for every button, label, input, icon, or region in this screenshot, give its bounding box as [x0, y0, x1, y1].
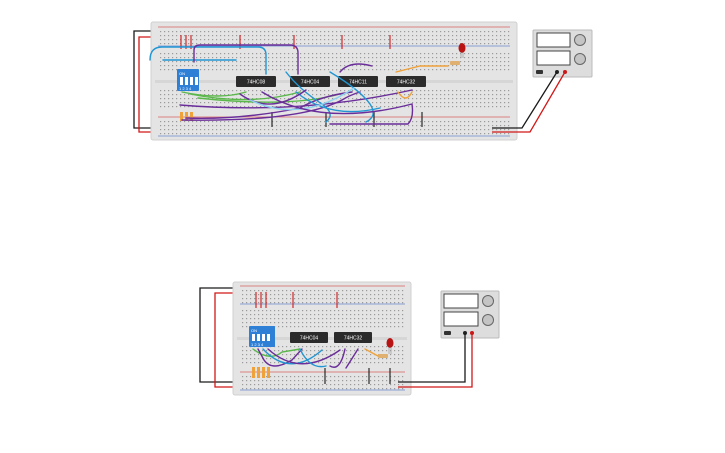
resistor-array-top[interactable] — [180, 112, 193, 121]
dip-on-label: ON — [179, 71, 185, 76]
chip-74hc32[interactable]: 74HC32 — [386, 76, 426, 87]
chip-label: 74HC04 — [300, 336, 319, 342]
led-resistor-top[interactable] — [450, 61, 460, 65]
chip-label: 74HC32 — [344, 336, 363, 342]
breadboard-holes — [160, 31, 510, 135]
circuit-bottom: ON 1 2 3 4 74HC04 74HC32 — [199, 281, 500, 396]
psu-wire-black-bottom[interactable] — [199, 287, 245, 383]
psu-display-voltage — [536, 32, 571, 48]
psu-knob-voltage[interactable] — [482, 295, 494, 307]
dip-on-label: ON — [251, 328, 257, 333]
dip-positions: 1 2 3 4 — [179, 86, 192, 91]
signal-wires-bottom[interactable] — [252, 348, 379, 369]
center-channel — [155, 80, 513, 83]
chip-label: 74HC08 — [247, 80, 266, 86]
psu-lead-black-top[interactable] — [492, 71, 558, 129]
led-top[interactable] — [458, 43, 466, 58]
psu-knob-current[interactable] — [482, 314, 494, 326]
power-jumpers-bottom[interactable] — [255, 292, 391, 384]
chip-74hc32-bottom[interactable]: 74HC32 — [334, 332, 372, 343]
power-supply-bottom[interactable] — [440, 290, 500, 339]
resistor-array-bottom[interactable] — [252, 367, 270, 378]
dip-switch-top[interactable]: ON 1 2 3 4 — [177, 69, 199, 91]
led-resistor-bottom[interactable] — [378, 354, 388, 358]
psu-wire-red-bottom[interactable] — [214, 292, 245, 388]
chip-74hc04[interactable]: 74HC04 — [290, 76, 330, 87]
signal-wires-top[interactable] — [149, 44, 449, 125]
led-bottom[interactable] — [386, 338, 394, 354]
circuit-top: ON 1 2 3 4 74HC08 74HC04 74HC11 — [133, 21, 593, 141]
power-supply-top[interactable] — [532, 29, 593, 78]
chip-label: 74HC32 — [397, 80, 416, 86]
psu-display-current — [536, 50, 571, 66]
psu-lead-red-top[interactable] — [492, 71, 566, 133]
psu-display-current — [443, 311, 479, 327]
psu-switch[interactable] — [536, 70, 543, 74]
chip-74hc04-bottom[interactable]: 74HC04 — [290, 332, 328, 343]
dip-positions: 1 2 3 4 — [251, 342, 264, 347]
psu-display-voltage — [443, 293, 479, 309]
chip-label: 74HC04 — [301, 80, 320, 86]
chip-label: 74HC11 — [349, 80, 367, 86]
dip-switch-bottom[interactable]: ON 1 2 3 4 — [249, 326, 275, 347]
psu-knob-current[interactable] — [574, 53, 586, 65]
psu-switch[interactable] — [444, 331, 451, 335]
psu-lead-red-bottom[interactable] — [398, 333, 473, 388]
psu-knob-voltage[interactable] — [574, 34, 586, 46]
chip-74hc08[interactable]: 74HC08 — [236, 76, 276, 87]
psu-lead-black-bottom[interactable] — [398, 333, 466, 383]
